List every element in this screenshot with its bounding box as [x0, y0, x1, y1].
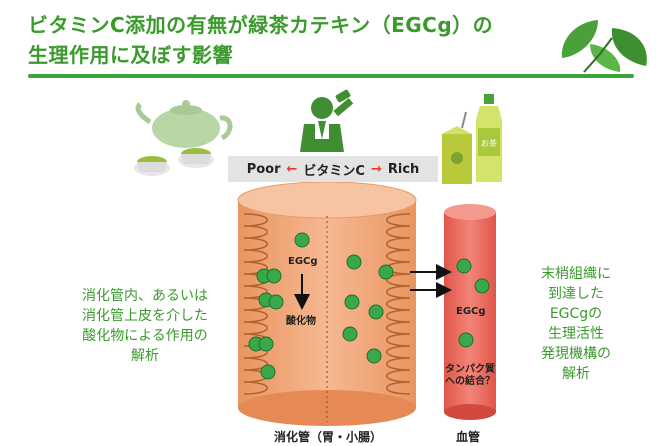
protein-line-2: への結合？: [445, 376, 495, 387]
egcg-dot: [458, 332, 474, 348]
oxide-label: 酸化物: [286, 316, 316, 327]
vessel-caption: 血管: [456, 430, 481, 444]
left-text-line: 解析: [131, 348, 159, 364]
tea-cup-icon: [178, 148, 214, 168]
egcg-label-vessel: EGCg: [456, 306, 486, 317]
gut-caption: 消化管（胃・小腸）: [274, 430, 383, 444]
egcg-dot: [456, 258, 472, 274]
vitamin-c-scale: Poor ← ビタミンC → Rich: [228, 156, 438, 182]
right-arrow-icon: →: [370, 161, 382, 177]
right-description: 末梢組織に 到達した EGCgの 生理活性 発現機構の 解析: [528, 264, 624, 384]
egcg-dot: [258, 336, 274, 352]
right-text-line: 末梢組織に: [541, 266, 611, 282]
left-description: 消化管内、あるいは 消化管上皮を介した 酸化物による作用の 解析: [66, 286, 224, 366]
blood-vessel: [444, 204, 496, 420]
left-text-line: 消化管上皮を介した: [82, 308, 208, 324]
title-underline: [28, 74, 634, 78]
left-text-line: 消化管内、あるいは: [82, 288, 208, 304]
egcg-dot: [266, 268, 282, 284]
egcg-dot: [368, 304, 384, 320]
title-line-2: 生理作用に及ぼす影響: [28, 43, 233, 67]
right-text-line: 解析: [562, 366, 590, 382]
villi-right: [386, 213, 411, 395]
egcg-dot: [378, 264, 394, 280]
scale-poor: Poor: [246, 161, 281, 177]
right-text-line: 生理活性: [548, 326, 604, 342]
scale-center: ビタミンC: [303, 163, 365, 179]
scale-rich: Rich: [387, 161, 420, 177]
egcg-dot: [342, 326, 358, 342]
tea-cup-icon: [134, 156, 170, 176]
egcg-dot: [260, 364, 276, 380]
person-drinking-icon: [300, 89, 354, 152]
bottle-label: お茶: [481, 138, 497, 148]
egcg-dot: [294, 232, 310, 248]
protein-line-1: タンパク質: [445, 364, 495, 375]
tea-leaves-icon: [561, 20, 647, 73]
right-text-line: 発現機構の: [541, 346, 611, 362]
egcg-dot: [346, 254, 362, 270]
juice-box-icon: [442, 111, 472, 184]
egcg-dot: [344, 294, 360, 310]
egcg-dot: [474, 278, 490, 294]
right-text-line: 到達した: [548, 286, 604, 302]
title-line-1: ビタミンC添加の有無が緑茶カテキン（EGCg）の: [28, 13, 494, 37]
teapot-icon: [135, 100, 233, 148]
tea-bottle-icon: お茶: [476, 94, 502, 182]
egcg-dot: [268, 294, 284, 310]
left-arrow-icon: ←: [286, 161, 298, 177]
egcg-molecules: [248, 232, 490, 380]
egcg-label-gut: EGCg: [288, 256, 318, 267]
protein-binding-label: タンパク質 への結合？: [442, 364, 498, 388]
left-text-line: 酸化物による作用の: [82, 328, 208, 344]
right-text-line: EGCgの: [549, 306, 603, 322]
egcg-dot: [366, 348, 382, 364]
page-title: ビタミンC添加の有無が緑茶カテキン（EGCg）の 生理作用に及ぼす影響: [28, 10, 548, 70]
